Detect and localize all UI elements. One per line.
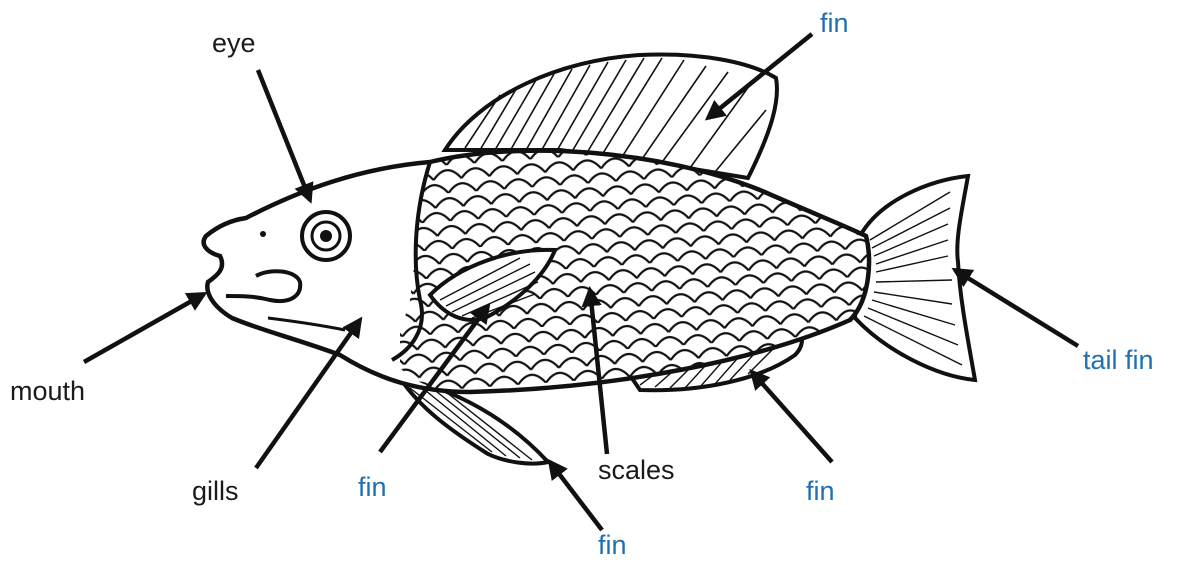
arrow-fin-pelvic <box>550 462 602 530</box>
label-scales: scales <box>598 457 675 484</box>
label-fin-anal: fin <box>806 478 835 505</box>
arrow-fin-anal <box>752 372 832 462</box>
label-eye: eye <box>212 30 256 57</box>
arrow-tail-fin <box>955 270 1078 346</box>
label-gills: gills <box>192 478 239 505</box>
label-fin-pelvic: fin <box>598 532 627 559</box>
arrow-eye <box>258 70 310 200</box>
label-fin-top: fin <box>820 10 849 37</box>
label-fin-pectoral: fin <box>358 474 387 501</box>
label-tail-fin: tail fin <box>1083 347 1154 374</box>
nostril <box>260 231 266 237</box>
arrow-mouth <box>84 294 204 362</box>
pupil <box>320 230 332 242</box>
label-mouth: mouth <box>10 378 85 405</box>
tail-fin <box>855 176 975 380</box>
